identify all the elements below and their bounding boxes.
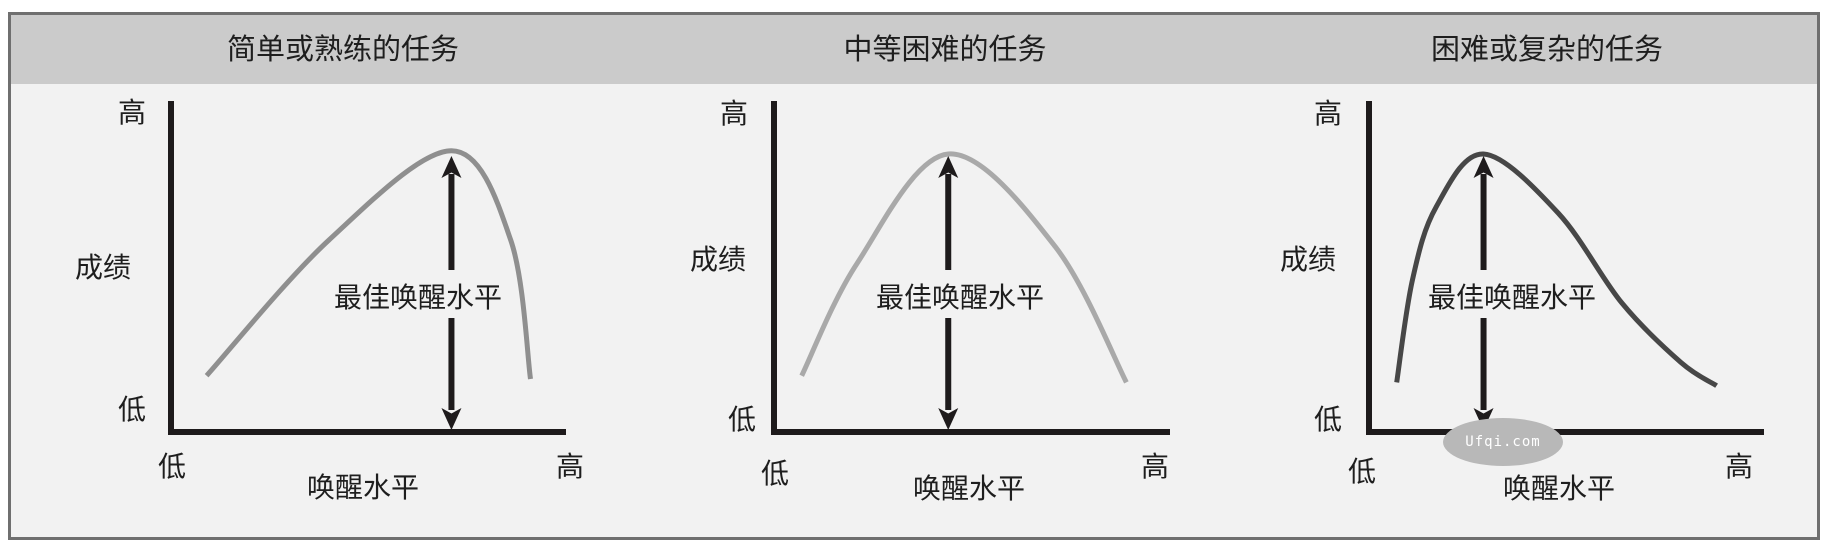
x-low-label-moderate: 低	[760, 457, 790, 490]
figure-frame	[8, 12, 1820, 540]
axes-simple	[168, 101, 566, 435]
y-low-label-simple: 低	[117, 393, 147, 426]
panel-moderate	[771, 101, 1170, 435]
y-high-label-complex: 高	[1313, 97, 1343, 130]
y-high-label-simple: 高	[117, 96, 147, 129]
x-axis-label-complex: 唤醒水平	[1502, 472, 1616, 505]
optimal-arrow-simple	[441, 155, 462, 430]
performance-curve-simple	[204, 148, 533, 380]
x-low-label-simple: 低	[157, 450, 187, 483]
panel-simple	[168, 101, 566, 435]
x-high-label-complex: 高	[1724, 450, 1754, 483]
x-axis-label-moderate: 唤醒水平	[912, 472, 1026, 505]
y-axis-label-simple: 成绩	[74, 251, 132, 284]
x-low-label-complex: 低	[1347, 455, 1377, 488]
y-high-label-moderate: 高	[719, 97, 749, 130]
x-high-label-moderate: 高	[1140, 450, 1170, 483]
y-axis-label-complex: 成绩	[1279, 243, 1337, 276]
y-low-label-moderate: 低	[727, 403, 757, 436]
optimal-label-moderate: 最佳唤醒水平	[875, 281, 1045, 314]
axes-moderate	[771, 101, 1170, 435]
optimal-arrow-complex	[1473, 155, 1494, 430]
header-band	[11, 15, 1817, 84]
x-high-label-simple: 高	[555, 450, 585, 483]
optimal-label-simple: 最佳唤醒水平	[333, 281, 503, 314]
optimal-arrow-moderate	[938, 155, 959, 430]
panel-title-simple: 简单或熟练的任务	[226, 32, 460, 66]
y-axis-label-moderate: 成绩	[689, 243, 747, 276]
watermark-text: Ufqi.com	[1465, 434, 1541, 450]
optimal-label-complex: 最佳唤醒水平	[1427, 281, 1597, 314]
performance-curve-complex	[1394, 151, 1718, 388]
panel-complex	[1366, 101, 1764, 466]
panel-title-complex: 困难或复杂的任务	[1430, 32, 1664, 66]
watermark-ellipse	[1443, 418, 1563, 466]
panel-title-moderate: 中等困难的任务	[843, 32, 1047, 66]
y-low-label-complex: 低	[1313, 403, 1343, 436]
axes-complex	[1366, 101, 1764, 435]
performance-curve-moderate	[799, 151, 1129, 384]
x-axis-label-simple: 唤醒水平	[306, 471, 420, 504]
